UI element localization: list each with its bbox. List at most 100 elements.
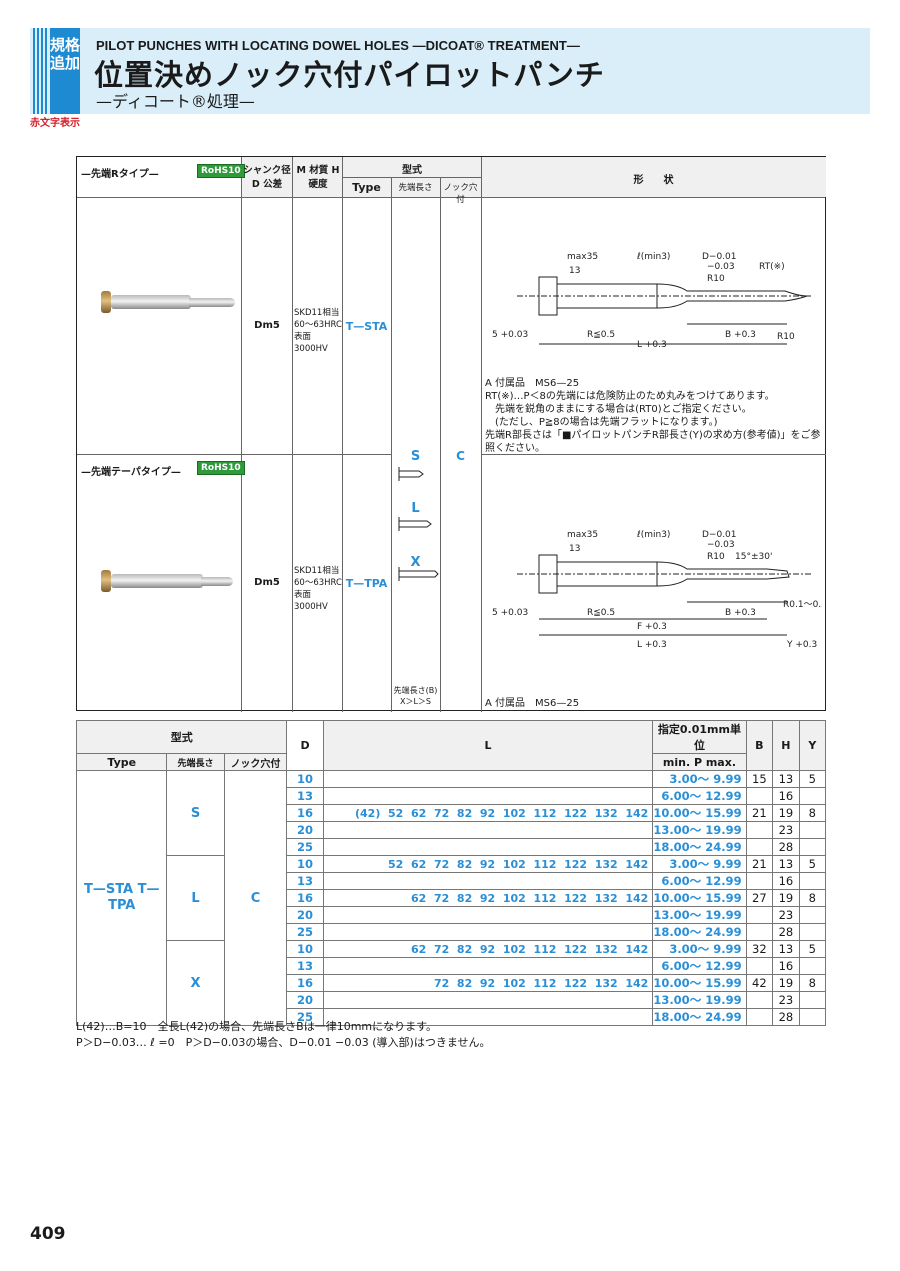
- h-cell: 16: [772, 872, 800, 890]
- b-cell: 21: [745, 804, 774, 822]
- l-cell: [322, 906, 654, 924]
- material-head: M 材質 H 硬度: [296, 165, 340, 190]
- svg-text:5 +0.03: 5 +0.03: [492, 608, 528, 618]
- header-band: [30, 28, 870, 114]
- d-cell: 13: [286, 872, 324, 890]
- head-b: B: [745, 720, 774, 771]
- d-cell: 16: [286, 974, 324, 992]
- b-cell: 42: [745, 974, 774, 992]
- knock-c: C: [456, 449, 465, 463]
- h-cell: 23: [772, 906, 800, 924]
- d-cell: 25: [286, 1008, 324, 1026]
- head-tip: 先端長さ: [166, 753, 225, 771]
- svg-text:D−0.01: D−0.01: [702, 530, 737, 540]
- y-cell: 8: [798, 889, 827, 907]
- pin-cap: [101, 291, 111, 313]
- h-cell: 28: [772, 923, 800, 941]
- h-cell: 16: [772, 957, 800, 975]
- pin-image-r: [111, 295, 191, 309]
- d-cell: 10: [286, 940, 324, 958]
- d-cell: 13: [286, 787, 324, 805]
- header-stripes: [33, 28, 47, 114]
- l-cell: [322, 957, 654, 975]
- y-cell: [798, 838, 827, 856]
- pin-tip-taper: [201, 577, 233, 586]
- rohs-badge: RoHS10: [197, 164, 245, 178]
- p-cell: 10.00～ 15.99: [652, 889, 747, 907]
- tip-length-note: 先端長さ(B)X＞L＞S: [393, 686, 438, 706]
- d-cell: 10: [286, 855, 324, 873]
- type-taper-label: —先端テーパタイプ—: [81, 467, 181, 478]
- p-cell: 18.00～ 24.99: [652, 838, 747, 856]
- svg-text:13: 13: [569, 266, 580, 276]
- l-cell: [322, 770, 654, 788]
- svg-text:5 +0.03: 5 +0.03: [492, 330, 528, 340]
- tip-s: S: [410, 449, 421, 464]
- head-knock: ノック穴付: [223, 753, 288, 771]
- red-text-note: 赤文字表示: [30, 118, 80, 129]
- b-cell: [745, 787, 774, 805]
- b-cell: [745, 838, 774, 856]
- pin-image-taper: [111, 574, 203, 588]
- shank-value-1: Dm5: [254, 320, 280, 331]
- b-cell: 15: [745, 770, 774, 788]
- y-cell: [798, 923, 827, 941]
- l-cell: (42) 52 62 72 82 92 102 112 122 132 142: [322, 804, 654, 822]
- dimension-table: 型式 D L 指定0.01mm単位 B H Y Type 先端長さ ノック穴付 …: [75, 720, 827, 1026]
- d-cell: 16: [286, 804, 324, 822]
- d-cell: 20: [286, 821, 324, 839]
- page-number: 409: [30, 1224, 66, 1244]
- tip-cell: X: [166, 940, 225, 1026]
- svg-text:−0.03: −0.03: [707, 540, 735, 550]
- h-cell: 16: [772, 787, 800, 805]
- l-cell: [322, 787, 654, 805]
- y-cell: 5: [798, 855, 827, 873]
- h-cell: 19: [772, 889, 800, 907]
- h-cell: 13: [772, 770, 800, 788]
- svg-text:−0.03: −0.03: [707, 262, 735, 272]
- knock-cell: C: [223, 770, 288, 1026]
- h-cell: 13: [772, 940, 800, 958]
- pin-tip-r: [189, 298, 235, 307]
- l-cell: [322, 821, 654, 839]
- b-cell: [745, 1008, 774, 1026]
- head-type: Type: [75, 753, 168, 771]
- y-cell: 5: [798, 770, 827, 788]
- svg-text:ℓ(min3): ℓ(min3): [636, 252, 670, 262]
- footnote-1: L(42)…B=10 全長L(42)の場合、先端長さBは一律10mmになります。: [76, 1020, 438, 1033]
- svg-text:R0.1～0.3: R0.1～0.3: [783, 600, 822, 610]
- l-cell: 62 72 82 92 102 112 122 132 142: [322, 940, 654, 958]
- p-cell: 3.00～ 9.99: [652, 940, 747, 958]
- l-cell: 72 82 92 102 112 122 132 142: [322, 974, 654, 992]
- svg-text:R10: R10: [777, 332, 795, 342]
- b-cell: [745, 872, 774, 890]
- pin-cap-2: [101, 570, 111, 592]
- tip-cell: L: [166, 855, 225, 941]
- y-cell: [798, 1008, 827, 1026]
- type-head: Type: [352, 181, 381, 194]
- type-sta: T—STA: [345, 320, 388, 333]
- b-cell: [745, 923, 774, 941]
- shank-head: シャンク径 D 公差: [243, 165, 291, 190]
- y-cell: 8: [798, 974, 827, 992]
- svg-text:R10: R10: [707, 274, 725, 284]
- l-cell: [322, 923, 654, 941]
- head-p1: 指定0.01mm単位: [652, 720, 747, 754]
- spec-table: —先端Rタイプ— RoHS10 シャンク径 D 公差 M 材質 H 硬度 型式 …: [76, 156, 826, 712]
- d-cell: 25: [286, 923, 324, 941]
- type-cell: T—STA T—TPA: [75, 770, 168, 1026]
- svg-text:L +0.3: L +0.3: [637, 640, 667, 650]
- b-cell: [745, 906, 774, 924]
- svg-text:max35: max35: [567, 252, 598, 262]
- p-cell: 6.00～ 12.99: [652, 872, 747, 890]
- head-h: H: [772, 720, 800, 771]
- h-cell: 19: [772, 974, 800, 992]
